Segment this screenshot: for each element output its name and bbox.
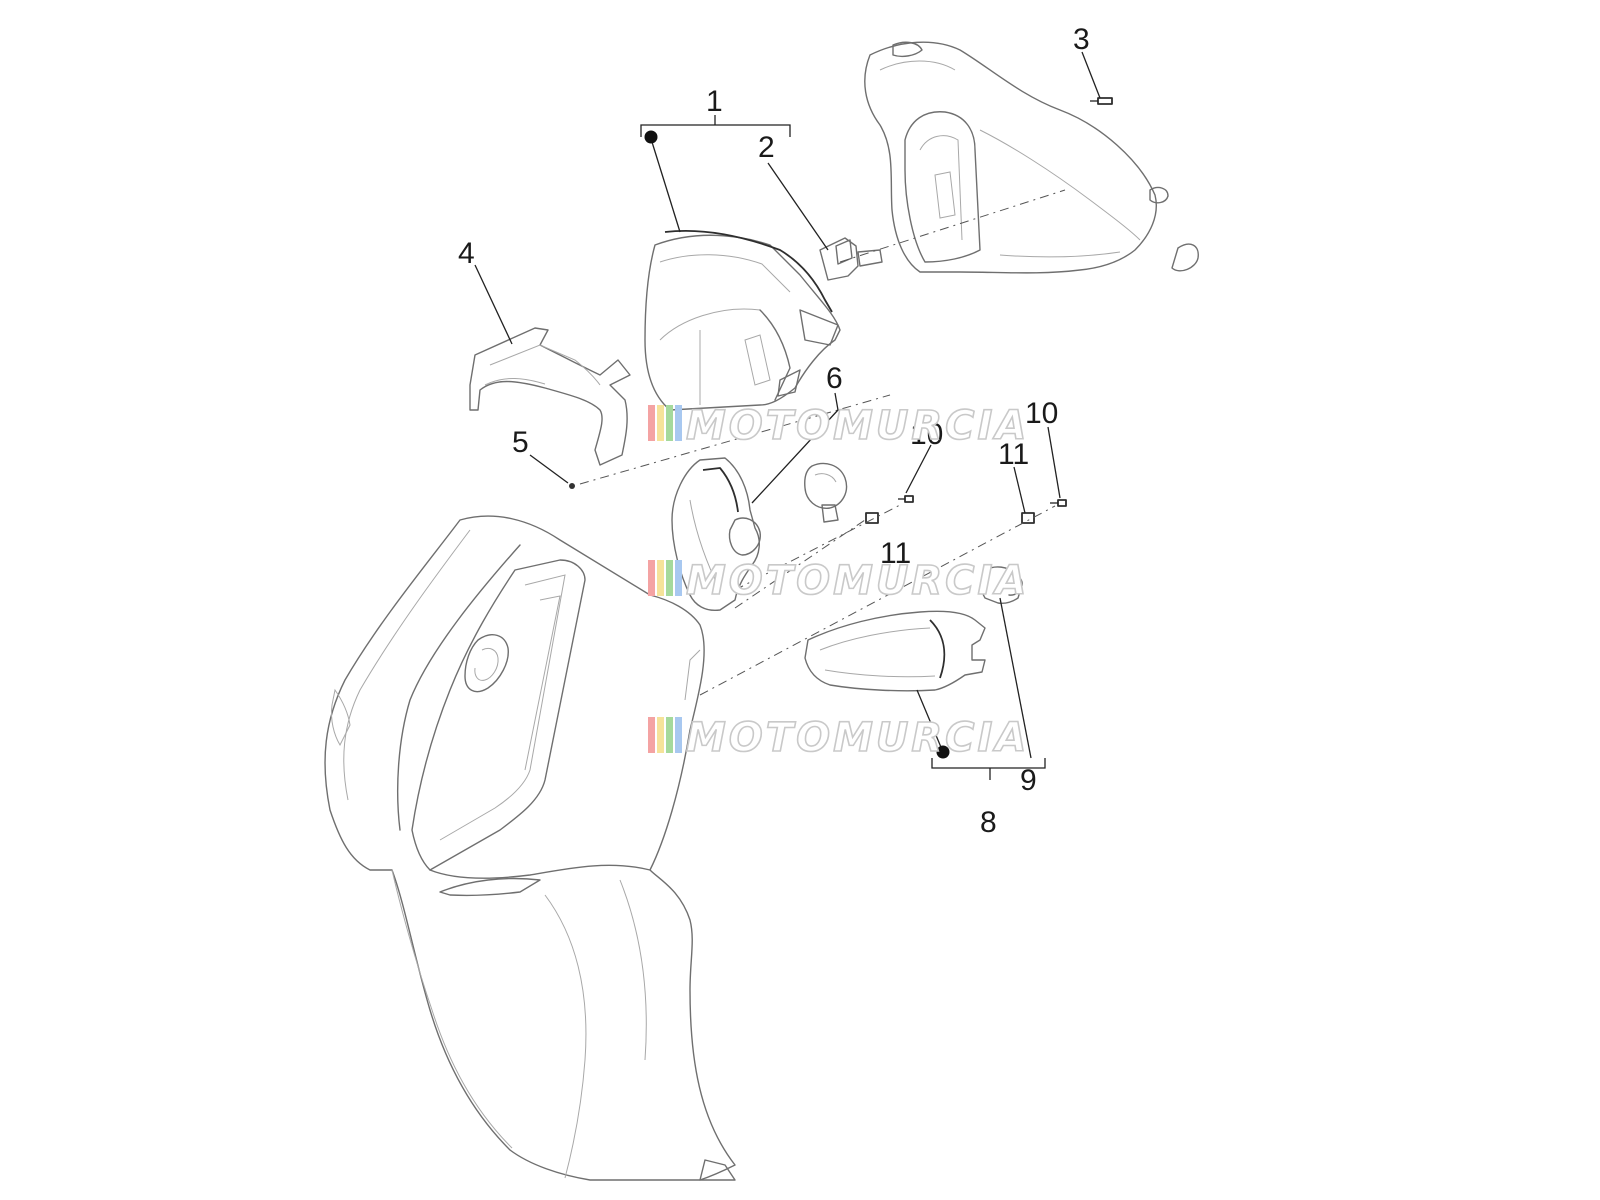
watermark-stripe: [657, 405, 664, 441]
clip-11a: [865, 512, 879, 524]
callout-9: 9: [1020, 764, 1037, 797]
turn-indicator-right-part: [804, 610, 986, 692]
clip-11b: [1021, 512, 1035, 524]
watermark-stripe: [675, 405, 682, 441]
watermark-stripe: [666, 717, 673, 753]
bracket-part: [469, 327, 631, 466]
headlight-assembly-part: [644, 229, 841, 411]
watermark-stripe: [648, 405, 655, 441]
callout-2: 2: [758, 131, 775, 164]
leader-lines: [474, 51, 1101, 780]
callout-3: 3: [1073, 23, 1090, 56]
callout-11-right: 11: [998, 438, 1029, 471]
headlight-bulb-part: [819, 237, 883, 281]
indicator-socket-part: [804, 462, 848, 523]
callout-11-left: 11: [880, 537, 911, 570]
screw-10a: [898, 495, 914, 503]
watermark-text: MOTOMURCIA: [686, 558, 1029, 604]
callout-8: 8: [980, 806, 997, 839]
callout-6: 6: [826, 362, 843, 395]
screw-3: [1090, 97, 1113, 105]
watermark-stripe: [675, 717, 682, 753]
watermark-stripe: [648, 560, 655, 596]
watermark-stripe: [675, 560, 682, 596]
front-shield-part: [324, 515, 736, 1181]
watermark-text: MOTOMURCIA: [686, 715, 1029, 761]
callout-4: 4: [458, 237, 475, 270]
watermark-text: MOTOMURCIA: [686, 403, 1029, 449]
watermark-stripe: [657, 560, 664, 596]
turn-indicator-left-part: [671, 457, 761, 612]
watermark-stripe: [648, 717, 655, 753]
alignment-lines: [579, 189, 1066, 696]
watermark-2: MOTOMURCIA: [648, 557, 1029, 605]
callout-10-left: 10: [910, 418, 943, 451]
watermark-stripe: [657, 717, 664, 753]
screw-10b: [1050, 499, 1067, 507]
callout-1: 1: [706, 85, 723, 118]
watermark-1: MOTOMURCIA: [648, 402, 1029, 450]
handlebar-cover-part: [864, 41, 1199, 274]
callout-5: 5: [512, 426, 529, 459]
bulb-socket-part: [980, 566, 1023, 604]
watermark-stripe: [666, 560, 673, 596]
watermark-stripe: [666, 405, 673, 441]
callout-10-right: 10: [1025, 397, 1058, 430]
callout-labels: 1 2 3 4 5 6 8 9 10 10 11 11: [458, 23, 1090, 839]
screw-5: [569, 483, 575, 489]
watermark-3: MOTOMURCIA: [648, 714, 1029, 762]
